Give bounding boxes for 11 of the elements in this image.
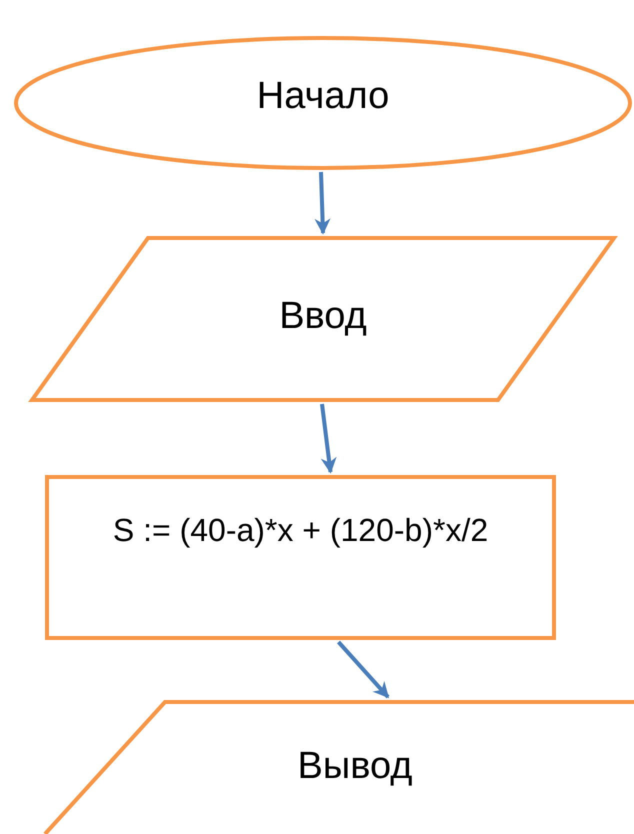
input-parallelogram <box>30 236 616 402</box>
arrow <box>337 640 390 698</box>
output-parallelogram <box>45 700 634 834</box>
arrow <box>320 404 337 474</box>
node-label: Вывод <box>296 744 414 789</box>
node-label: S := (40-а)*x + (120-b)*x/2 <box>112 511 490 550</box>
node-label: Ввод <box>278 294 368 339</box>
terminal-ellipse <box>14 36 632 170</box>
arrow <box>314 172 331 235</box>
process-box <box>45 475 556 640</box>
node-label: Начало <box>256 74 390 119</box>
